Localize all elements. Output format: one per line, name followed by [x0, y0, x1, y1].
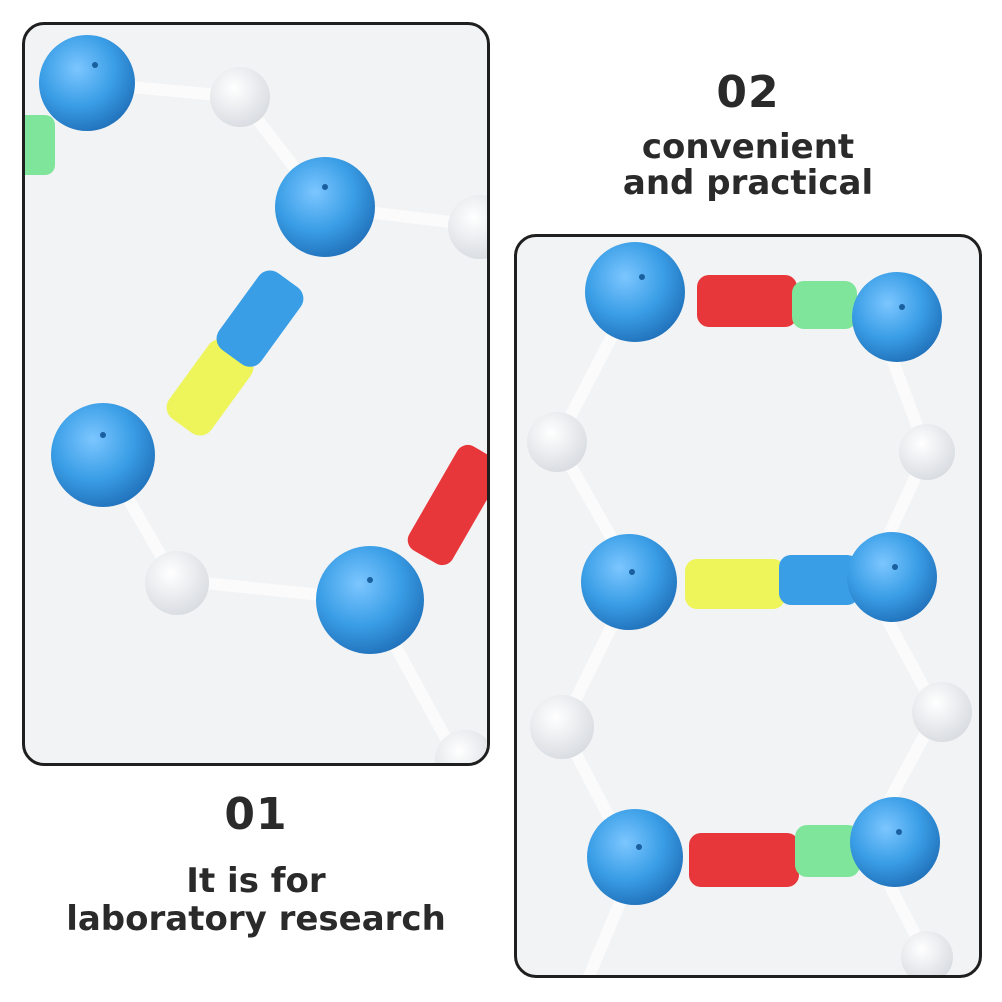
product-photo-helix: [514, 234, 982, 978]
caption-number-01: 01: [224, 789, 288, 840]
dna-model-illustration-2: [527, 242, 972, 975]
dna-model-illustration-1: [25, 35, 487, 763]
caption-number-02: 02: [716, 67, 780, 118]
caption-text-line2: and practical: [622, 163, 874, 203]
caption-text-line1: convenient: [641, 127, 855, 167]
caption-text-line1: It is for: [186, 861, 326, 901]
caption-text-line2: laboratory research: [66, 899, 446, 939]
product-photo-closeup: [22, 22, 490, 766]
